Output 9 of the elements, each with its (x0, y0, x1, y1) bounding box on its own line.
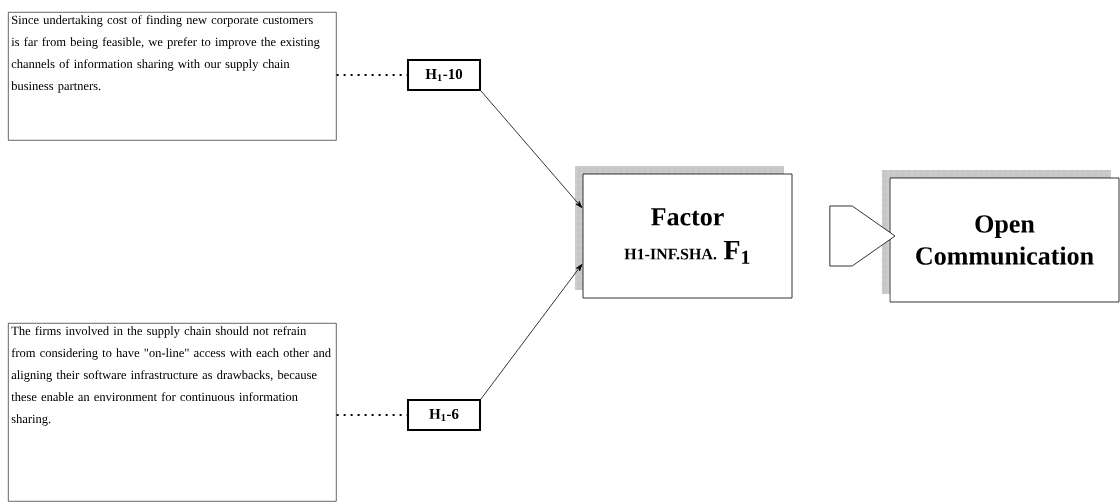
outcome-box: Open Communication (881, 169, 1120, 303)
arrow (480, 90, 583, 208)
quote-box: The firms involved in the supply chain should not refrain from considering to have "on-line" access with each other and aligning their software infrastructure as drawbacks, because these enable an environment for continuous information sharing. (8, 323, 337, 502)
hypothesis-box: H$_{1}$-6 (407, 399, 481, 431)
block-arrow (829, 205, 896, 267)
hypothesis-box: H$_{1}$-10 (407, 59, 481, 91)
quote-box: Since undertaking cost of finding new corporate customers is far from being feasible, we prefer to improve the existing channels of information sharing with our supply chain business partners. (8, 12, 337, 141)
arrow (480, 264, 583, 400)
factor-box: Factor H1-INF.SHA. F$_{1}$ (574, 165, 793, 299)
